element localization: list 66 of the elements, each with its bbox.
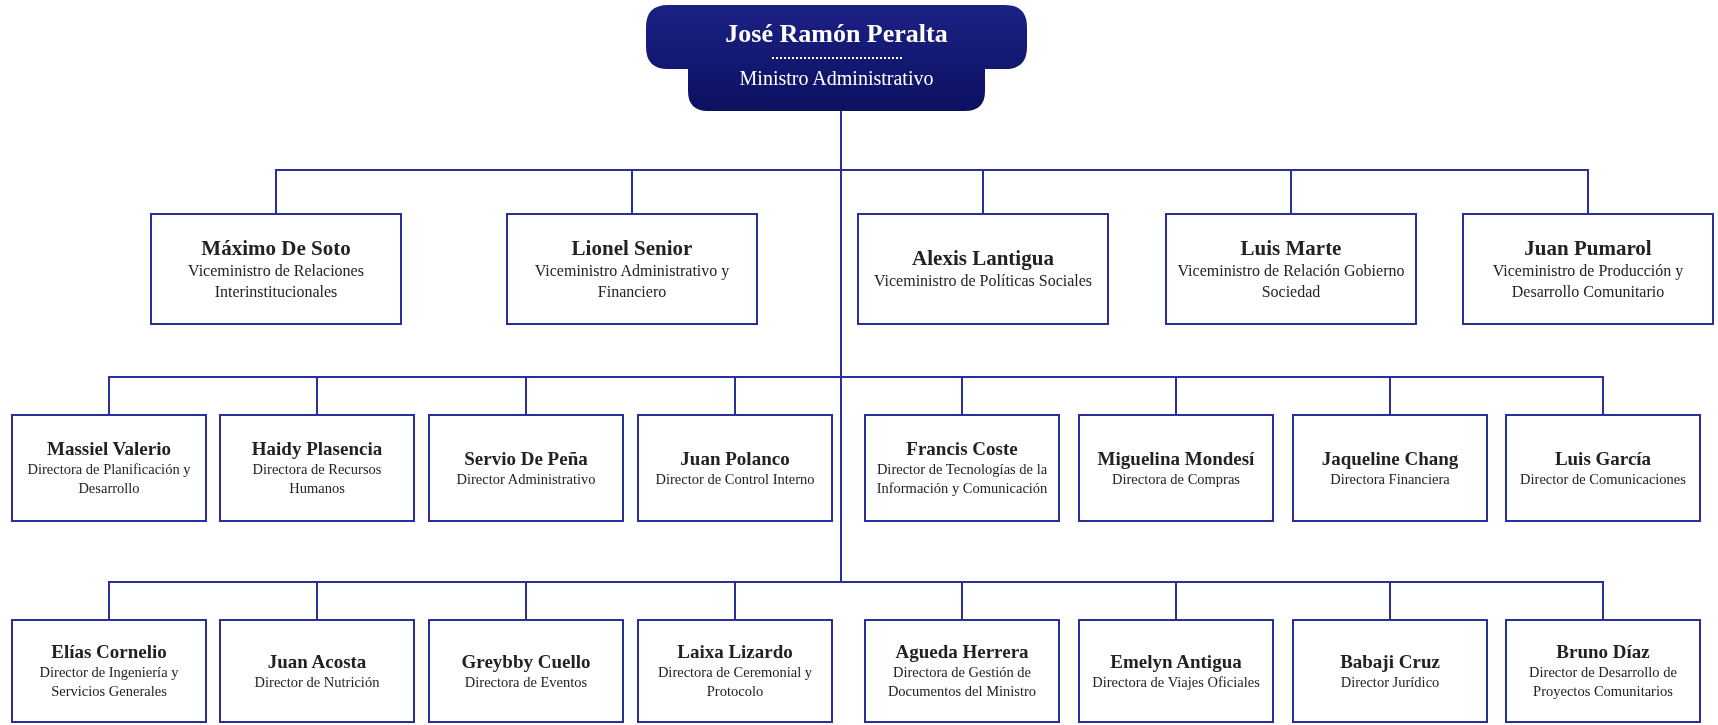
- position-box: [1165, 213, 1417, 325]
- position-box: [637, 414, 833, 522]
- job-title: Directora de Eventos: [464, 672, 588, 692]
- person-name: Francis Coste: [906, 438, 1018, 461]
- job-title: Viceministro de Relaciones Interinstitucionales: [187, 260, 365, 302]
- job-title: Director de Ingeniería y Servicios Generales: [38, 663, 180, 701]
- job-title: Directora de Planificación y Desarrollo: [26, 460, 192, 498]
- job-title: Directora de Viajes Oficiales: [1092, 672, 1260, 692]
- minister-box: [646, 5, 1027, 111]
- job-title: Viceministro de Políticas Sociales: [873, 271, 1093, 292]
- person-name: Haidy Plasencia: [251, 438, 383, 461]
- person-name: Jaqueline Chang: [1321, 447, 1459, 470]
- position-box: [428, 414, 624, 522]
- position-box: [857, 213, 1109, 325]
- person-name: Massiel Valerio: [47, 438, 171, 461]
- position-box: [1505, 414, 1701, 522]
- person-name: Elías Cornelio: [51, 641, 167, 664]
- position-box: [506, 213, 758, 325]
- job-title: Director de Tecnologías de la Información y Comunicación: [875, 460, 1049, 498]
- person-name: Lionel Senior: [571, 235, 693, 261]
- job-title: Directora de Recursos Humanos: [251, 460, 383, 498]
- position-box: [864, 414, 1060, 522]
- position-box: [637, 619, 833, 723]
- position-box: [11, 619, 207, 723]
- job-title: Director Administrativo: [456, 469, 596, 489]
- job-title: Ministro Administrativo: [739, 66, 934, 91]
- person-name: Servio De Peña: [464, 447, 588, 470]
- person-name: Alexis Lantigua: [912, 246, 1054, 272]
- position-box: [1292, 414, 1488, 522]
- person-name: Bruno Díaz: [1556, 641, 1650, 664]
- person-name: Máximo De Soto: [201, 235, 351, 261]
- job-title: Directora de Ceremonial y Protocolo: [656, 663, 814, 701]
- person-name: Agueda Herrera: [895, 641, 1029, 664]
- position-box: [864, 619, 1060, 723]
- job-title: Director de Nutrición: [254, 672, 380, 692]
- person-name: Juan Acosta: [267, 650, 367, 673]
- position-box: [1505, 619, 1701, 723]
- position-box: [1078, 619, 1274, 723]
- person-name: Babaji Cruz: [1340, 650, 1440, 673]
- job-title: Viceministro de Producción y Desarrollo Comunitario: [1491, 260, 1685, 302]
- job-title: Directora Financiera: [1330, 469, 1450, 489]
- job-title: Directora de Gestión de Documentos del Ministro: [886, 663, 1038, 701]
- job-title: Director de Control Interno: [655, 469, 815, 489]
- job-title: Director de Comunicaciones: [1520, 469, 1686, 489]
- person-name: Emelyn Antigua: [1110, 650, 1242, 673]
- person-name: José Ramón Peralta: [725, 19, 948, 49]
- person-name: Greybby Cuello: [461, 650, 591, 673]
- person-name: Miguelina Mondesí: [1097, 447, 1255, 470]
- job-title: Directora de Compras: [1111, 469, 1240, 489]
- position-box: [219, 414, 415, 522]
- person-name: Juan Pumarol: [1524, 235, 1652, 261]
- position-box: [219, 619, 415, 723]
- person-name: Juan Polanco: [680, 447, 790, 470]
- job-title: Viceministro de Relación Gobierno Sociedad: [1176, 260, 1406, 302]
- job-title: Viceministro Administrativo y Financiero: [533, 260, 731, 302]
- position-box: [150, 213, 402, 325]
- position-box: [1462, 213, 1714, 325]
- position-box: [428, 619, 624, 723]
- person-name: Laixa Lizardo: [677, 641, 793, 664]
- position-box: [1078, 414, 1274, 522]
- position-box: [11, 414, 207, 522]
- job-title: Director de Desarrollo de Proyectos Comunitarios: [1528, 663, 1678, 701]
- person-name: Luis García: [1554, 447, 1652, 470]
- person-name: Luis Marte: [1240, 235, 1342, 261]
- job-title: Director Jurídico: [1340, 672, 1440, 692]
- position-box: [1292, 619, 1488, 723]
